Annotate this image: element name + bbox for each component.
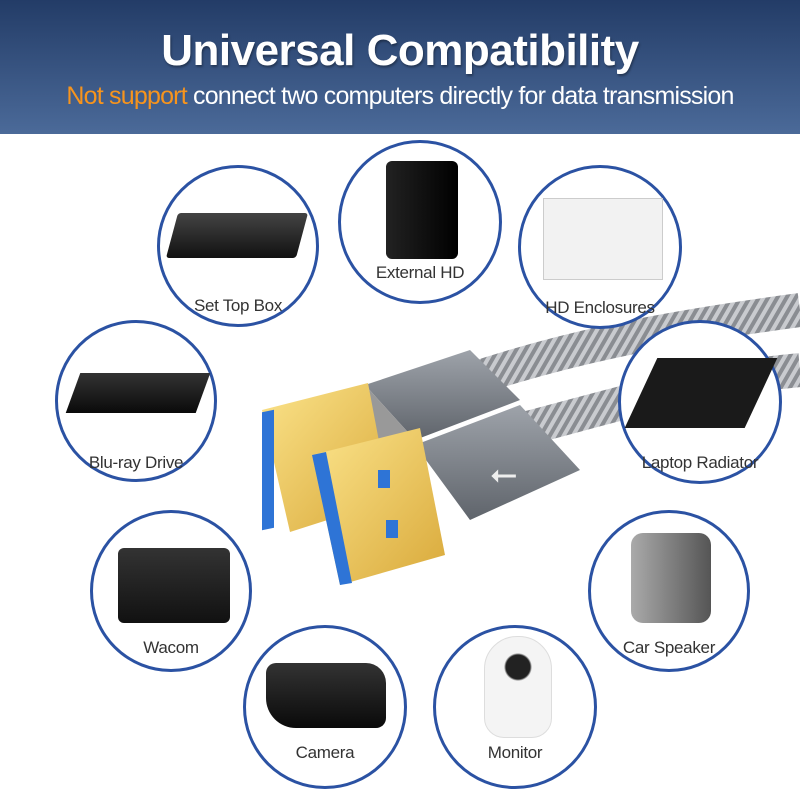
device-set-top-box: Set Top Box [157, 165, 319, 327]
device-label: HD Enclosures [545, 298, 655, 317]
subtitle: Not support connect two computers direct… [0, 82, 800, 111]
subtitle-highlight: Not support [66, 82, 187, 110]
device-camera: Camera [243, 625, 407, 789]
subtitle-text: connect two computers directly for data … [186, 82, 734, 110]
device-blu-ray-drive: Blu-ray Drive [55, 320, 217, 482]
set-top-box-icon [165, 213, 309, 258]
laptop-cooling-stand-icon [624, 358, 778, 428]
drawing-tablet-icon [118, 548, 230, 623]
device-label: Monitor [487, 743, 543, 762]
hd-enclosure-icon [543, 198, 663, 280]
device-label: External HD [375, 263, 465, 282]
blu-ray-drive-icon [65, 373, 211, 413]
device-label: Camera [295, 743, 355, 762]
device-wacom: Wacom [90, 510, 252, 672]
device-label: Laptop Radiator [641, 453, 759, 472]
page-title: Universal Compatibility [161, 26, 639, 75]
usb-symbol-icon: ⭠ [490, 454, 517, 494]
device-label: Wacom [143, 638, 199, 657]
camcorder-icon [266, 663, 386, 728]
device-label: Blu-ray Drive [88, 453, 184, 472]
device-monitor: Monitor [433, 625, 597, 789]
device-label: Car Speaker [622, 638, 716, 657]
device-hd-enclosures: HD Enclosures [518, 165, 682, 329]
external-hard-drive-icon [386, 161, 458, 259]
device-car-speaker: Car Speaker [588, 510, 750, 672]
device-external-hd: External HD [338, 140, 502, 304]
usb-connector-front: ⭠ [312, 405, 580, 585]
device-laptop-radiator: Laptop Radiator [618, 320, 782, 484]
security-camera-icon [484, 636, 552, 738]
header-banner: Universal Compatibility Not support conn… [0, 0, 800, 134]
car-fm-transmitter-icon [631, 533, 711, 623]
device-label: Set Top Box [193, 296, 283, 315]
